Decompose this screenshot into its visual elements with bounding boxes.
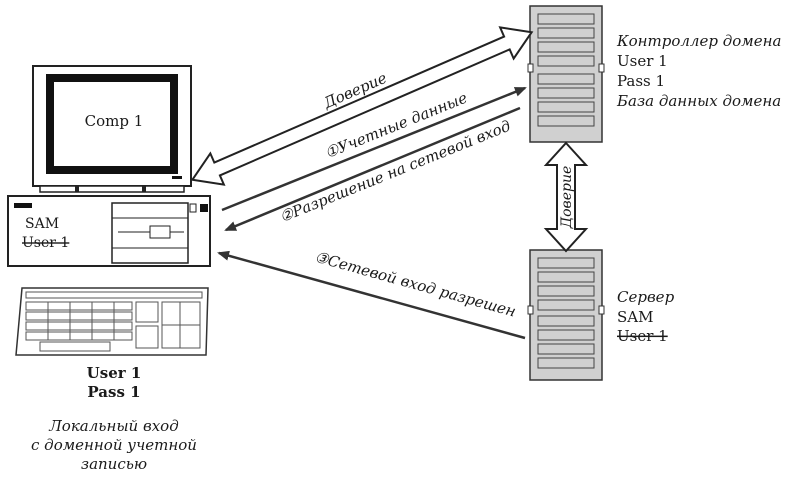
- client-pass: Pass 1: [87, 383, 140, 401]
- monitor: [32, 65, 192, 193]
- dc-user: User 1: [617, 52, 668, 70]
- sam-user: User 1: [22, 235, 69, 251]
- dc-pass: Pass 1: [617, 72, 665, 90]
- step3-label: ③Сетевой вход разрешен: [313, 248, 518, 321]
- vertical-trust-arrow: Доверие: [543, 141, 589, 253]
- domain-controller-tower: [527, 5, 605, 143]
- server-title: Сервер: [617, 288, 675, 306]
- dc-db: База данных домена: [616, 92, 781, 110]
- step3-arrow: ③Сетевой вход разрешен: [217, 248, 526, 340]
- screen-label: Comp 1: [85, 112, 144, 130]
- caption-line-1: Локальный вход: [48, 417, 178, 435]
- client-user: User 1: [87, 364, 142, 382]
- dc-title: Контроллер домена: [616, 32, 781, 50]
- keyboard: [15, 287, 209, 356]
- sam-label: SAM: [25, 216, 59, 232]
- main-trust-arrow: Доверие: [190, 26, 534, 186]
- computer: Comp 1 SAM User 1: [7, 65, 211, 356]
- vertical-trust-label: Доверие: [559, 166, 575, 230]
- system-unit: [7, 195, 211, 267]
- caption-line-2: с доменной учетной: [31, 436, 197, 454]
- server-sam-label: SAM: [617, 308, 653, 326]
- caption-line-3: записью: [81, 455, 147, 473]
- server-tower: [527, 249, 605, 381]
- server-sam-user: User 1: [617, 327, 668, 345]
